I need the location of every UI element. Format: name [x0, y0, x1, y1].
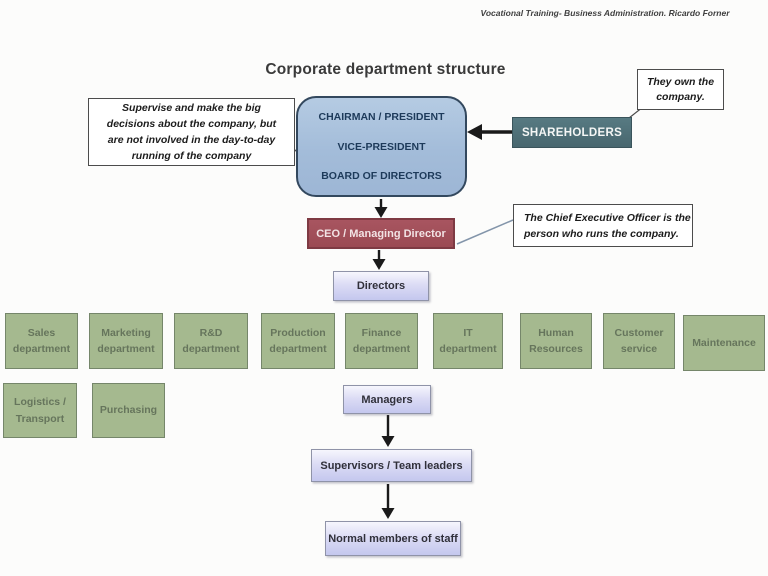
dept-human-resources: Human Resources	[520, 313, 592, 369]
shareholders-note-line: They own the	[646, 75, 715, 88]
dept-maintenance: Maintenance	[683, 315, 765, 371]
credit-line: Vocational Training- Business Administra…	[480, 8, 730, 18]
ceo-note-line: person who runs the company.	[524, 227, 679, 240]
managers-to-supervisors-arrowhead	[381, 436, 395, 447]
dept-marketing: Marketing department	[89, 313, 163, 369]
dept-sales: Sales department	[5, 313, 78, 369]
dept-customer-service: Customer service	[603, 313, 675, 369]
board-note-line: decisions about the company, but	[106, 118, 277, 130]
dept-production: Production department	[261, 313, 335, 369]
board-line-vice-president: VICE-PRESIDENT	[337, 140, 426, 153]
board-note-line: Supervise and make the big	[122, 102, 261, 114]
board-line-chairman: CHAIRMAN / PRESIDENT	[318, 111, 445, 123]
board-note-line: are not involved in the day-to-day	[107, 134, 276, 146]
supervisors-to-staff-arrowhead	[381, 508, 395, 519]
node-board-of-directors: CHAIRMAN / PRESIDENT VICE-PRESIDENT BOAR…	[296, 96, 467, 197]
node-shareholders: SHAREHOLDERS	[512, 117, 632, 148]
board-line-board-of-directors: BOARD OF DIRECTORS	[321, 170, 442, 182]
dept-finance: Finance department	[345, 313, 418, 369]
ceo-to-directors-arrowhead	[372, 259, 386, 270]
dept-it: IT department	[433, 313, 503, 369]
page-title: Corporate department structure	[265, 61, 506, 78]
dept-logistics-transport: Logistics / Transport	[3, 383, 77, 438]
node-staff: Normal members of staff	[325, 521, 461, 556]
board-note-callout: Supervise and make the big decisions abo…	[88, 98, 295, 166]
shareholders-note-callout: They own the company.	[637, 69, 724, 110]
node-supervisors: Supervisors / Team leaders	[311, 449, 472, 482]
board-to-ceo-arrowhead	[374, 207, 388, 218]
shareholders-arrowhead	[467, 124, 482, 140]
board-note-line: running of the company	[131, 150, 252, 162]
ceo-note-line: The Chief Executive Officer is the	[524, 211, 691, 224]
shareholders-note-line: company.	[656, 90, 705, 103]
ceo-note-connector	[456, 219, 514, 245]
dept-rnd: R&D department	[174, 313, 248, 369]
dept-purchasing: Purchasing	[92, 383, 165, 438]
ceo-note-callout: The Chief Executive Officer is the perso…	[513, 204, 693, 247]
node-directors: Directors	[333, 271, 429, 301]
node-managers: Managers	[343, 385, 431, 414]
node-ceo: CEO / Managing Director	[307, 218, 455, 249]
